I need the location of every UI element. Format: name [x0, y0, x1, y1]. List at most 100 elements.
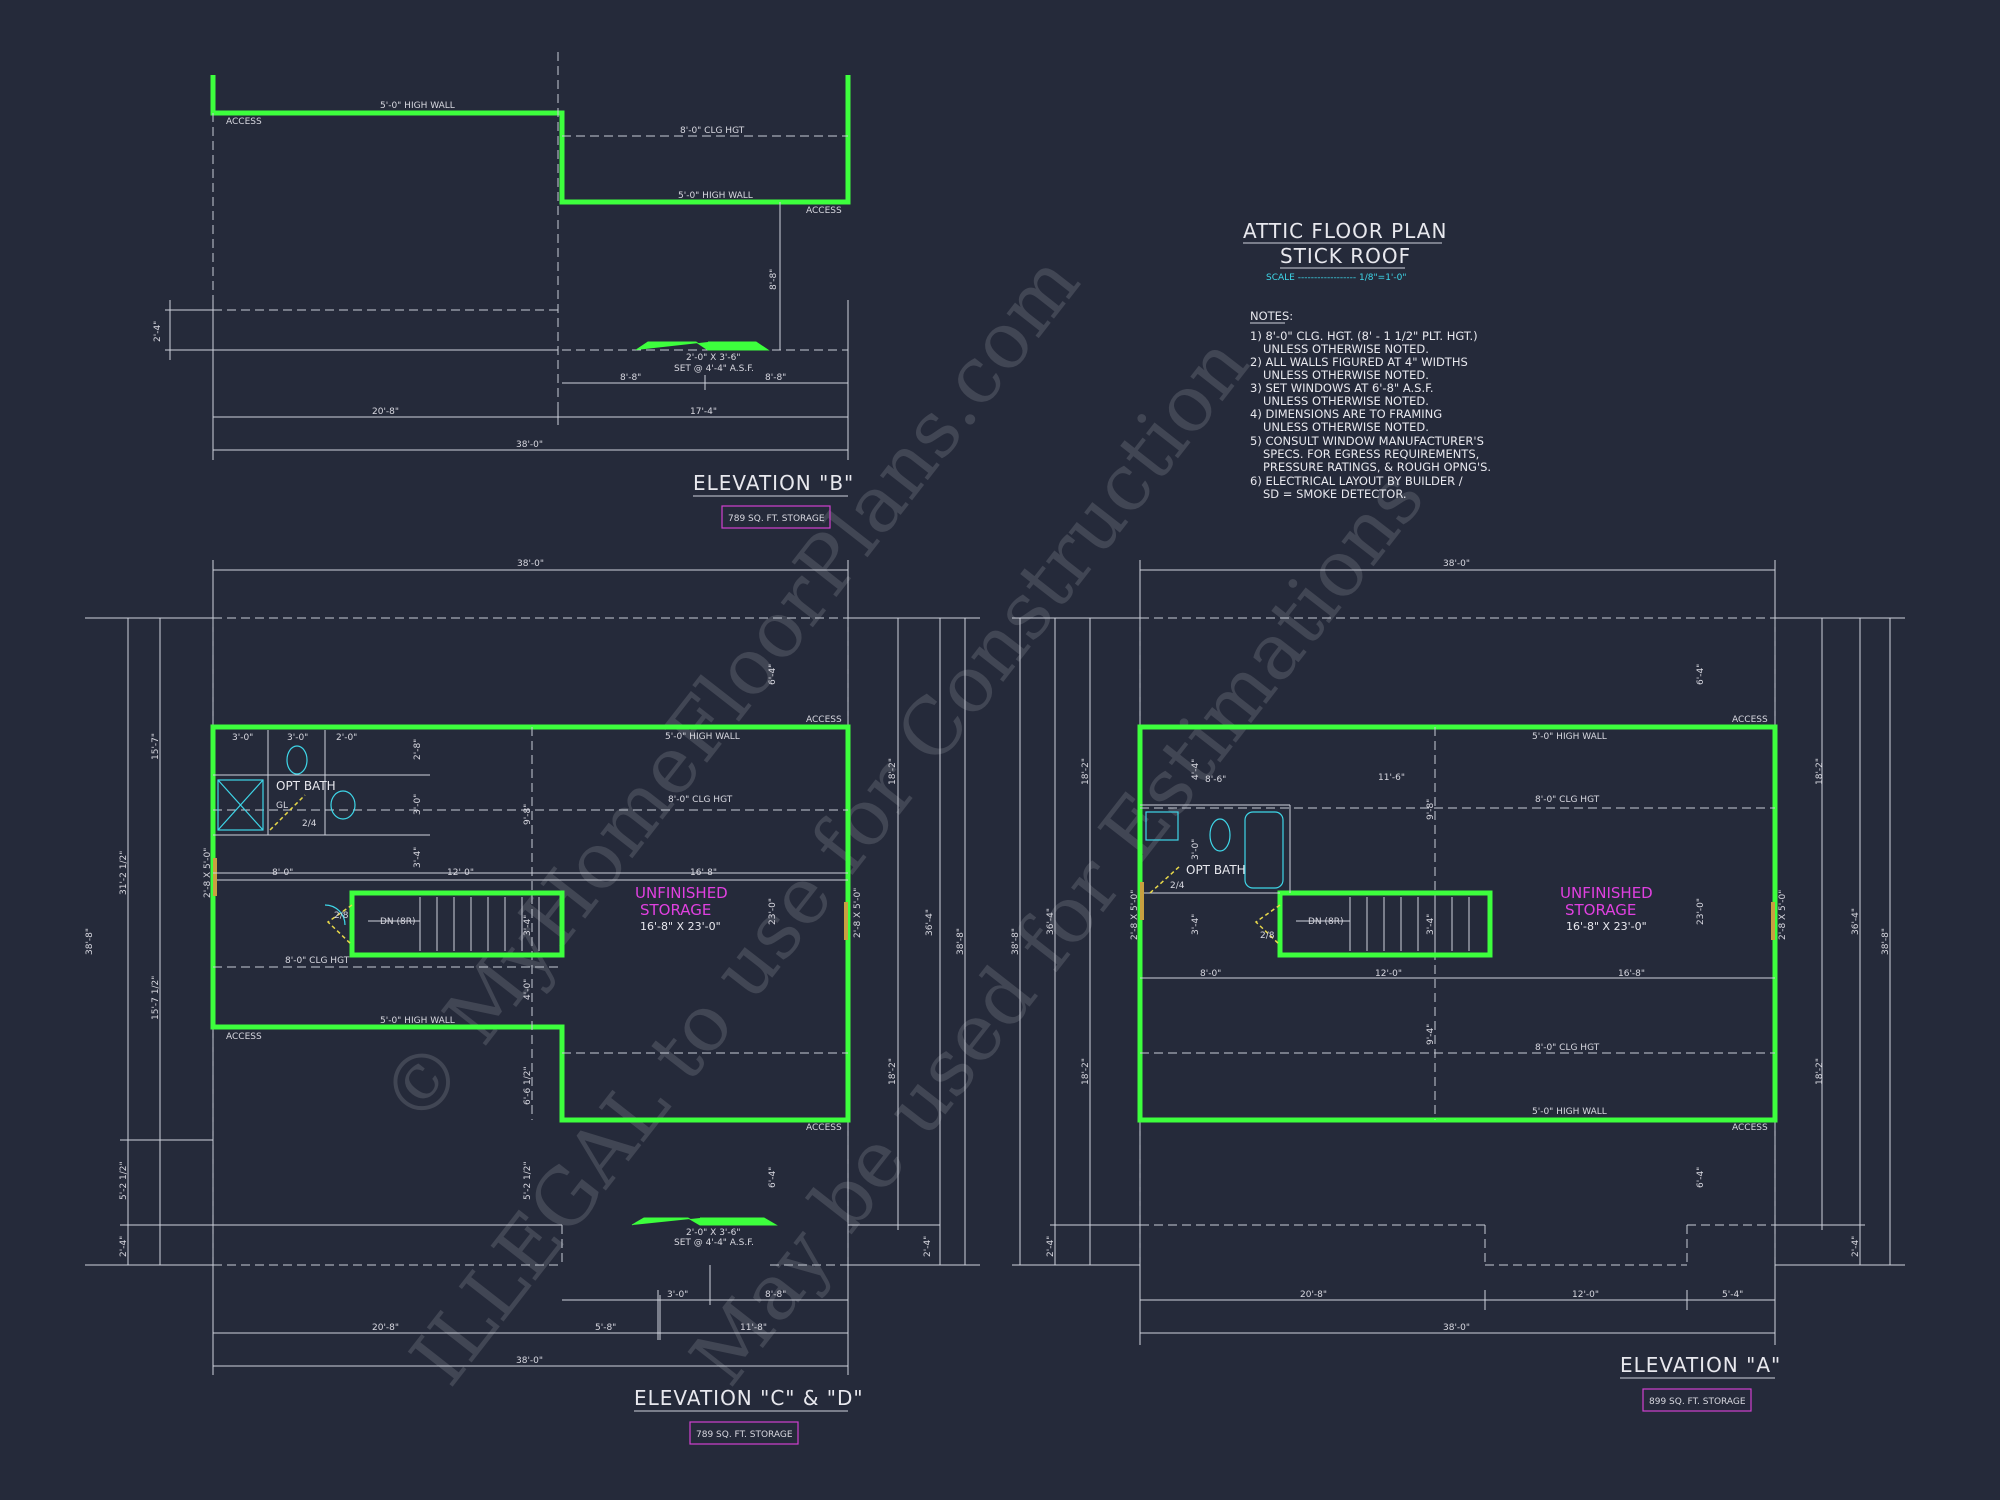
cd-d3b: 3'-0" [287, 733, 308, 743]
cd-storage-dim: 16'-8" X 23'-0" [640, 920, 721, 933]
cd-clg-top: 8'-0" CLG HGT [668, 795, 733, 805]
plan-elevation-b: 5'-0" HIGH WALL 8'-0" CLG HGT 5'-0" HIGH… [153, 52, 854, 529]
cd-d18-2b: 18'-2" [888, 1058, 898, 1085]
cd-door-28: 2/8 [334, 911, 349, 921]
note-line: 3) SET WINDOWS AT 6'-8" A.S.F. [1250, 381, 1434, 395]
b-window: 2'-0" X 3'-6" [686, 353, 741, 363]
cd-d9-8: 9'-8" [523, 804, 533, 825]
cd-area: 789 SQ. FT. STORAGE [696, 1430, 793, 1440]
b-label: ELEVATION "B" [693, 471, 854, 495]
a-area: 899 SQ. FT. STORAGE [1649, 1397, 1746, 1407]
cd-access-bottom: ACCESS [806, 1123, 842, 1133]
note-line: UNLESS OTHERWISE NOTED. [1263, 342, 1429, 356]
b-d-8-8v: 8'-8" [769, 269, 779, 290]
title-scale: SCALE ------------------ 1/8"=1'-0" [1266, 273, 1407, 283]
cd-d2-4r: 2'-4" [923, 1236, 933, 1257]
cd-d2-8: 2'-8" [413, 739, 423, 760]
cd-wall-bottom: 5'-0" HIGH WALL [380, 1016, 455, 1026]
title-line1: ATTIC FLOOR PLAN [1243, 219, 1447, 243]
cd-d12: 12'-0" [447, 868, 474, 878]
cd-stair-treads [368, 897, 540, 951]
cd-b3-0: 3'-0" [667, 1290, 688, 1300]
cd-opt-bath [213, 730, 430, 836]
a-d36-4l: 36'-4" [1046, 908, 1056, 935]
cd-opt-bath-label: OPT BATH [276, 779, 336, 793]
a-sink-icon [1145, 811, 1179, 841]
a-label: ELEVATION "A" [1620, 1353, 1781, 1377]
cd-win-right: 2'-8 X 5'-0" [853, 888, 863, 938]
a-d18-2a: 18'-2" [1815, 758, 1825, 785]
plan-elevation-a: 38'-0" [1011, 559, 1905, 1412]
cd-d15-7: 15'-7" [151, 733, 161, 760]
a-stair-treads [1296, 897, 1470, 951]
note-line: UNLESS OTHERWISE NOTED. [1263, 420, 1429, 434]
note-line: 1) 8'-0" CLG. HGT. (8' - 1 1/2" PLT. HGT… [1250, 329, 1478, 343]
a-b12: 12'-0" [1572, 1290, 1599, 1300]
cd-access-top: ACCESS [806, 715, 842, 725]
a-d36-4r: 36'-4" [1851, 908, 1861, 935]
note-line: 2) ALL WALLS FIGURED AT 4" WIDTHS [1250, 355, 1468, 369]
a-d23: 23'-0" [1696, 898, 1706, 925]
cd-d2-4l: 2'-4" [119, 1236, 129, 1257]
note-line: 6) ELECTRICAL LAYOUT BY BUILDER / [1250, 474, 1463, 488]
a-d12: 12'-0" [1375, 969, 1402, 979]
a-d8-6: 8'-6" [1205, 775, 1226, 785]
a-d3-4b: 3'-4" [1426, 914, 1436, 935]
cd-win-left: 2'-8 X 5'-0" [203, 848, 213, 898]
cd-storage2: STORAGE [640, 901, 711, 919]
cd-window-right [844, 902, 848, 940]
cd-d3-4b: 3'-4" [523, 915, 533, 936]
cd-d3-0v: 3'-0" [413, 794, 423, 815]
a-area-box [1642, 1388, 1752, 1412]
a-d6-4a: 6'-4" [1696, 664, 1706, 685]
cd-d3-4a: 3'-4" [413, 847, 423, 868]
b-d-2-4: 2'-4" [153, 321, 163, 342]
notes-heading: NOTES: [1250, 309, 1293, 323]
cd-d3a: 3'-0" [232, 733, 253, 743]
a-d38-8l: 38'-8" [1011, 928, 1021, 955]
b-d-20-8: 20'-8" [372, 407, 399, 417]
b-d-8-8a: 8'-8" [620, 373, 641, 383]
cd-dn: DN (8R) [380, 917, 416, 927]
cd-d4-0: 4'-0" [523, 979, 533, 1000]
a-d4-4: 4'-4" [1191, 759, 1201, 780]
cd-access-left: ACCESS [226, 1032, 262, 1042]
cd-d31-2: 31'-2 1/2" [119, 851, 129, 895]
b-clg: 8'-0" CLG HGT [680, 126, 745, 136]
a-d3-0: 3'-0" [1191, 839, 1201, 860]
cd-d8: 8'-0" [272, 868, 293, 878]
b-area: 789 SQ. FT. STORAGE [728, 514, 825, 524]
cd-d6-4a: 6'-4" [768, 664, 778, 685]
note-line: SPECS. FOR EGRESS REQUIREMENTS, [1263, 447, 1479, 461]
a-clg-bottom: 8'-0" CLG HGT [1535, 1043, 1600, 1053]
a-door-28: 2/8 [1260, 931, 1275, 941]
a-d16: 16'-8" [1618, 969, 1645, 979]
a-d18-2l: 18'-2" [1081, 758, 1091, 785]
a-d11-6: 11'-6" [1378, 773, 1405, 783]
a-d3-4a: 3'-4" [1191, 914, 1201, 935]
a-win-right: 2'-8 X 5'-0" [1778, 890, 1788, 940]
cd-d15-7b: 15'-7 1/2" [151, 976, 161, 1020]
b-d-17-4: 17'-4" [690, 407, 717, 417]
cd-wall-top: 5'-0" HIGH WALL [665, 732, 740, 742]
a-window-right [1771, 902, 1775, 940]
b-d-38: 38'-0" [516, 440, 543, 450]
cd-clg-left: 8'-0" CLG HGT [285, 956, 350, 966]
cd-bath-gl: GL [276, 801, 288, 811]
a-b20-8: 20'-8" [1300, 1290, 1327, 1300]
b-access1: ACCESS [226, 117, 262, 127]
cd-d38-8r: 38'-8" [956, 928, 966, 955]
b-wall-right: 5'-0" HIGH WALL [678, 191, 753, 201]
cd-top-38: 38'-0" [517, 559, 544, 569]
a-d2-4l: 2'-4" [1046, 1236, 1056, 1257]
cd-shower [217, 779, 264, 831]
b-area-box [721, 505, 831, 529]
a-top-38: 38'-0" [1443, 559, 1470, 569]
cd-d6-4b: 6'-4" [768, 1167, 778, 1188]
a-d18-2l2: 18'-2" [1081, 1058, 1091, 1085]
a-storage2: STORAGE [1565, 901, 1636, 919]
cd-toilet-icon [286, 745, 308, 775]
cd-d38-8l: 38'-8" [85, 928, 95, 955]
cd-storage1: UNFINISHED [635, 884, 728, 902]
